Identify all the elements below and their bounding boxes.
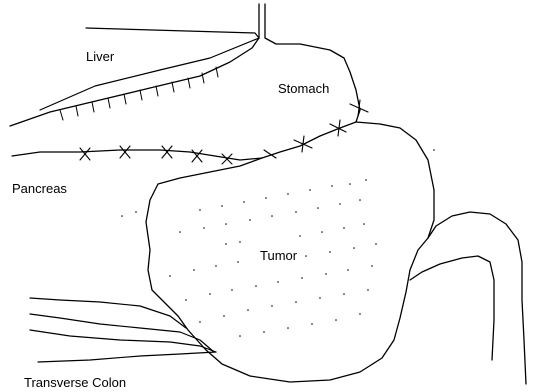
colon-line-1: [30, 298, 186, 328]
pancreas-upper-boundary: [12, 150, 262, 160]
duodenum-outer: [428, 212, 526, 384]
greater-curvature-sutures: [264, 100, 368, 158]
tumor-stipple: [121, 149, 435, 337]
colon-line-4: [38, 352, 216, 362]
duodenum-inner: [410, 256, 494, 360]
stomach-greater-curvature: [262, 44, 360, 158]
liver-label: Liver: [86, 50, 114, 63]
transverse-colon-label: Transverse Colon: [24, 376, 126, 389]
colon-line-2: [30, 314, 214, 352]
stomach-label: Stomach: [278, 82, 329, 95]
liver-upper-edge: [86, 28, 259, 38]
pancreas-label: Pancreas: [12, 182, 67, 195]
esophagus-right-wall: [265, 4, 276, 44]
liver-left-contour: [40, 38, 259, 110]
tumor-label: Tumor: [260, 249, 297, 262]
colon-line-3: [30, 330, 216, 352]
stomach-lesser-curvature: [10, 38, 259, 126]
